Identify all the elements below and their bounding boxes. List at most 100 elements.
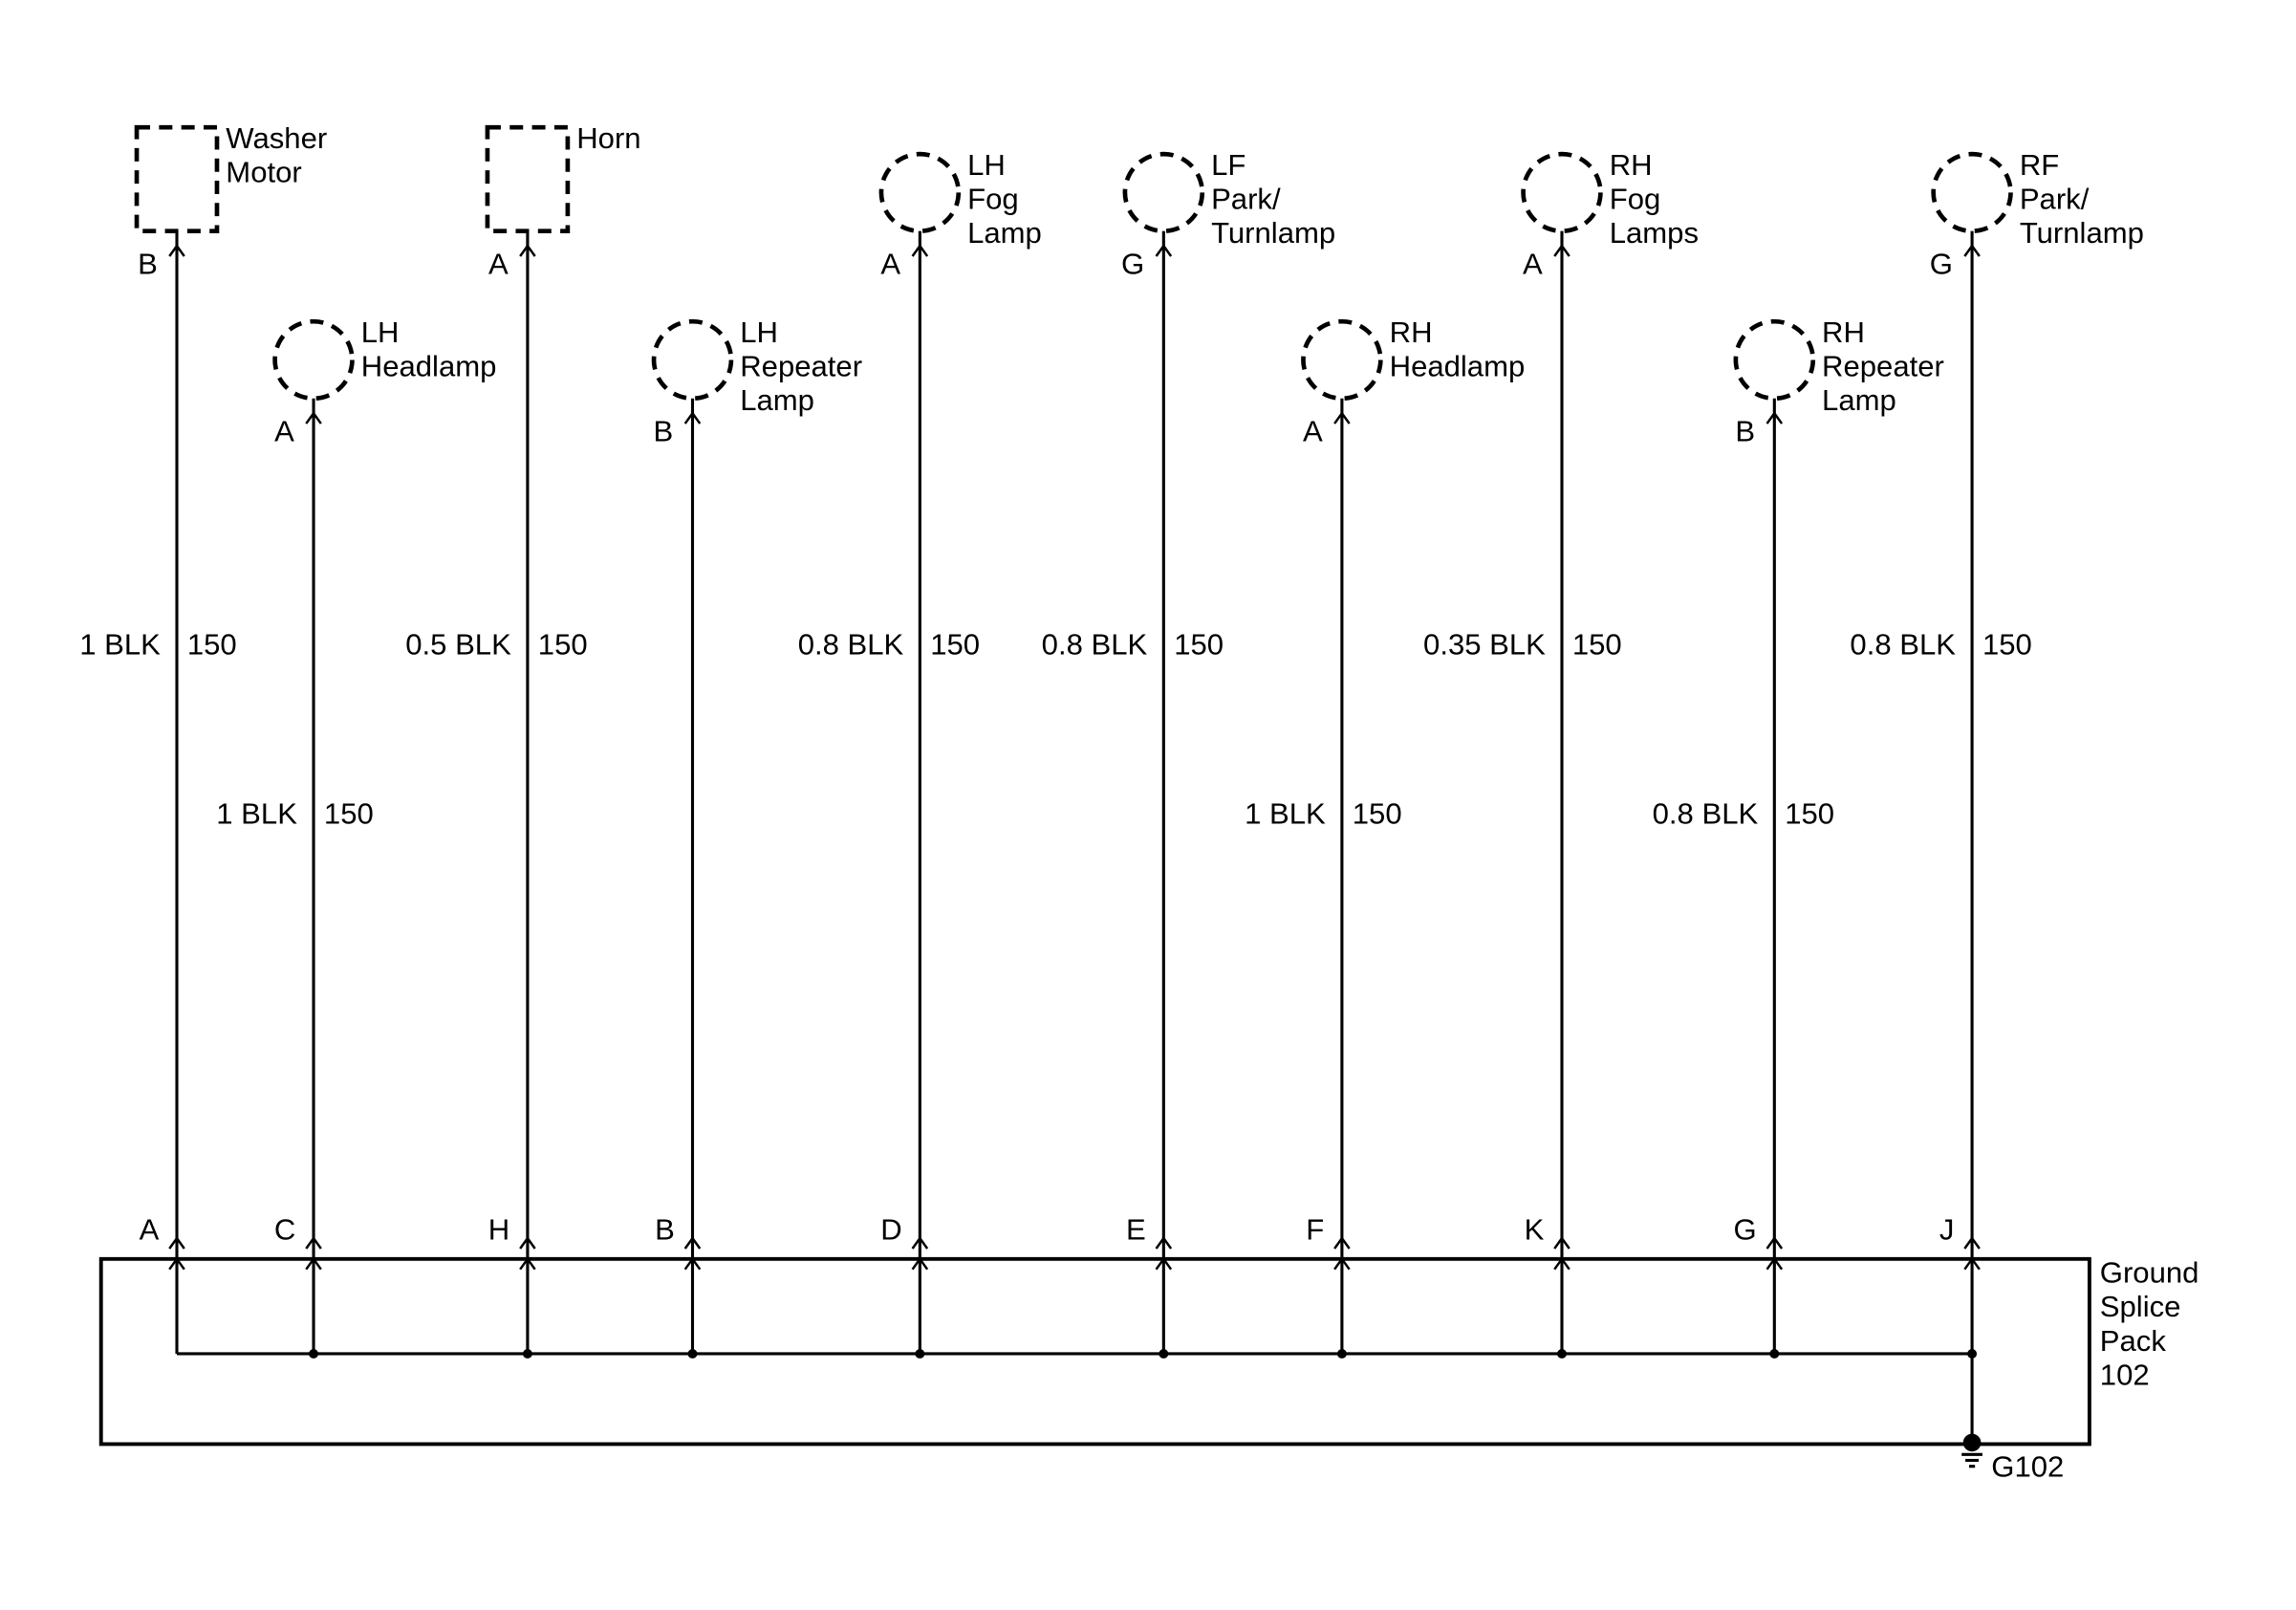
rf-park-turnlamp-splice-pin-label: J: [1939, 1213, 1955, 1247]
lh-repeater-lamp-splice-pin-label: B: [655, 1213, 675, 1247]
rf-park-turnlamp-wire-size-color: 0.8 BLK: [1850, 628, 1956, 662]
rh-fog-lamps-name-line: RH: [1610, 148, 1653, 182]
horn-top-terminal: [519, 244, 536, 257]
washer-motor-wire-size-color: 1 BLK: [79, 628, 161, 662]
lh-headlamp-symbol: [272, 318, 355, 402]
horn-splice-terminal: [519, 1235, 536, 1250]
rh-headlamp-name-line: RH: [1390, 315, 1433, 349]
rh-fog-lamps-symbol: [1521, 151, 1603, 233]
rh-repeater-lamp-name-line: RH: [1822, 315, 1865, 349]
horn-circuit-number: 150: [538, 628, 588, 662]
lf-park-turnlamp-wire-size-color: 0.8 BLK: [1042, 628, 1148, 662]
splice-pack-name-line: Pack: [2100, 1324, 2167, 1358]
lh-headlamp-wire-size-color: 1 BLK: [216, 796, 297, 830]
lf-park-turnlamp-splice-pin-label: E: [1126, 1213, 1146, 1247]
lh-headlamp-splice-terminal: [305, 1235, 322, 1250]
rh-headlamp-top-terminal: [1333, 411, 1351, 424]
splice-pack-name-line: Splice: [2100, 1290, 2181, 1323]
horn-symbol: [485, 124, 571, 233]
lh-fog-lamp-top-pin-label: A: [880, 248, 900, 281]
rf-park-turnlamp-top-pin-label: G: [1930, 248, 1953, 281]
rh-fog-lamps-name-line: Lamps: [1610, 216, 1699, 250]
rh-headlamp-name-line: Headlamp: [1390, 350, 1526, 383]
rh-repeater-lamp-splice-terminal: [1765, 1235, 1784, 1250]
lh-repeater-lamp-symbol: [651, 318, 734, 402]
lh-fog-lamp-name-line: LH: [967, 148, 1006, 182]
rf-park-turnlamp-top-terminal: [1963, 244, 1981, 257]
lh-repeater-lamp-name-line: Repeater: [740, 350, 862, 383]
lh-fog-lamp-splice-pin-label: D: [880, 1213, 901, 1247]
ground-label: G102: [1991, 1450, 2064, 1484]
rh-repeater-lamp-name-line: Lamp: [1822, 383, 1896, 417]
horn-top-pin-label: A: [488, 248, 509, 281]
lh-headlamp-splice-pin-label: C: [274, 1213, 295, 1247]
horn-splice-pin-label: H: [488, 1213, 509, 1247]
washer-motor-top-pin-label: B: [138, 248, 158, 281]
lf-park-turnlamp-symbol: [1122, 151, 1205, 233]
rh-fog-lamps-top-terminal: [1553, 244, 1570, 257]
washer-motor-splice-pin-label: A: [140, 1213, 160, 1247]
lh-headlamp-circuit-number: 150: [324, 796, 374, 830]
rh-headlamp-splice-pin-label: F: [1306, 1213, 1324, 1247]
lf-park-turnlamp-top-terminal: [1155, 244, 1173, 257]
lh-fog-lamp-name-line: Lamp: [967, 216, 1042, 250]
lh-repeater-lamp-splice-terminal: [683, 1235, 702, 1250]
horn-name-line: Horn: [576, 121, 640, 155]
lh-fog-lamp-top-terminal: [911, 244, 929, 257]
lh-fog-lamp-circuit-number: 150: [930, 628, 980, 662]
rh-headlamp-top-pin-label: A: [1303, 415, 1323, 448]
rh-repeater-lamp-circuit-number: 150: [1785, 796, 1834, 830]
washer-motor-top-terminal: [168, 244, 185, 257]
rf-park-turnlamp-circuit-number: 150: [1982, 628, 2032, 662]
horn-wire-size-color: 0.5 BLK: [405, 628, 511, 662]
splice-pack-outline: [98, 1256, 2091, 1447]
lh-repeater-lamp-name-line: Lamp: [740, 383, 814, 417]
lh-headlamp-name-line: LH: [361, 315, 400, 349]
rf-park-turnlamp-name-line: Park/: [2020, 182, 2090, 215]
rh-fog-lamps-name-line: Fog: [1610, 182, 1661, 215]
rh-headlamp-wire-size-color: 1 BLK: [1245, 796, 1326, 830]
splice-pack-name-line: 102: [2100, 1359, 2150, 1392]
lf-park-turnlamp-circuit-number: 150: [1174, 628, 1224, 662]
rf-park-turnlamp-name-line: RF: [2020, 148, 2059, 182]
washer-motor-name-line: Washer: [226, 121, 327, 155]
splice-pack-name-line: Ground: [2100, 1256, 2199, 1290]
washer-motor-circuit-number: 150: [187, 628, 237, 662]
rh-fog-lamps-top-pin-label: A: [1523, 248, 1543, 281]
rh-headlamp-splice-terminal: [1333, 1235, 1351, 1250]
lh-headlamp-top-pin-label: A: [274, 415, 294, 448]
rf-park-turnlamp-name-line: Turnlamp: [2020, 216, 2144, 250]
washer-motor-symbol: [134, 124, 220, 233]
lf-park-turnlamp-top-pin-label: G: [1121, 248, 1144, 281]
rh-fog-lamps-circuit-number: 150: [1572, 628, 1622, 662]
rf-park-turnlamp-symbol: [1931, 151, 2013, 233]
rh-fog-lamps-splice-terminal: [1553, 1235, 1570, 1250]
lh-fog-lamp-symbol: [878, 151, 962, 233]
rf-park-turnlamp-junction-dot: [1967, 1349, 1978, 1359]
washer-motor-splice-terminal: [168, 1235, 185, 1250]
lh-fog-lamp-splice-terminal: [911, 1235, 929, 1250]
lh-repeater-lamp-top-terminal: [683, 411, 702, 424]
lh-repeater-lamp-top-pin-label: B: [654, 415, 674, 448]
lh-repeater-lamp-name-line: LH: [740, 315, 778, 349]
washer-motor-name-line: Motor: [226, 156, 301, 189]
lf-park-turnlamp-name-line: Park/: [1211, 182, 1281, 215]
rf-park-turnlamp-splice-terminal: [1963, 1235, 1981, 1250]
rh-repeater-lamp-wire-size-color: 0.8 BLK: [1653, 796, 1759, 830]
lh-fog-lamp-wire-size-color: 0.8 BLK: [798, 628, 904, 662]
ground-g102: G102: [1961, 1353, 2064, 1484]
rh-headlamp-symbol: [1301, 318, 1383, 402]
lf-park-turnlamp-name-line: Turnlamp: [1211, 216, 1335, 250]
